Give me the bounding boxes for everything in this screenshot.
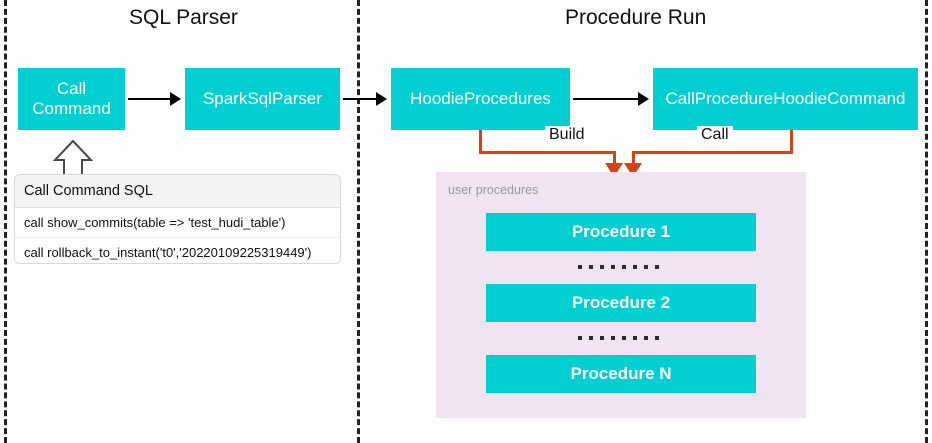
node-hoodie-procedures[interactable]: HoodieProcedures	[391, 68, 570, 130]
divider-left	[4, 0, 7, 443]
up-arrow-icon	[52, 139, 94, 177]
arrow-hoodieprocedures-to-callprocedure-line	[573, 98, 638, 100]
node-hoodie-procedures-label: HoodieProcedures	[410, 89, 551, 109]
node-spark-sql-parser-label: SparkSqlParser	[202, 89, 323, 109]
node-spark-sql-parser[interactable]: SparkSqlParser	[185, 68, 340, 130]
procedure-box-1-label: Procedure 1	[571, 222, 671, 241]
node-call-command-line1: Call	[56, 79, 87, 99]
procedure-box-2[interactable]: Procedure 2	[486, 284, 756, 322]
procedure-box-1[interactable]: Procedure 1	[486, 213, 756, 251]
edge-label-build: Build	[545, 126, 589, 144]
section-title-sql-parser: SQL Parser	[129, 6, 238, 29]
connector-call-vertical-down	[632, 151, 635, 168]
connector-call-vertical-right	[790, 130, 793, 154]
sql-list-item[interactable]: call show_commits(table => 'test_hudi_ta…	[15, 208, 340, 238]
sql-list-box: Call Command SQL call show_commits(table…	[14, 174, 341, 264]
edge-label-call: Call	[697, 126, 733, 144]
node-call-procedure-hoodie-command-label: CallProcedureHoodieCommand	[665, 89, 906, 109]
arrow-callcommand-to-sparksqlparser-head	[170, 92, 181, 106]
procedure-box-n-label: Procedure N	[570, 364, 672, 383]
arrow-sparksqlparser-to-hoodieprocedures-head	[376, 92, 387, 106]
arrow-callcommand-to-sparksqlparser-line	[128, 98, 170, 100]
node-call-procedure-hoodie-command[interactable]: CallProcedureHoodieCommand	[653, 68, 918, 130]
sql-list-header: Call Command SQL	[15, 175, 340, 208]
sql-list-item[interactable]: call rollback_to_instant('t0','202201092…	[15, 238, 340, 263]
divider-right	[925, 0, 928, 443]
divider-middle	[357, 0, 360, 443]
arrow-hoodieprocedures-to-callprocedure-head	[638, 92, 649, 106]
ellipsis-dots-1	[578, 265, 659, 269]
node-call-command[interactable]: Call Command	[18, 68, 125, 130]
procedure-box-n[interactable]: Procedure N	[486, 355, 756, 393]
connector-build-vertical-left	[479, 130, 482, 154]
connector-call-horizontal	[632, 151, 793, 154]
connector-build-horizontal	[479, 151, 616, 154]
arrow-sparksqlparser-to-hoodieprocedures-line	[343, 98, 376, 100]
connector-build-vertical-down	[613, 151, 616, 168]
node-call-command-line2: Command	[32, 99, 111, 118]
section-title-procedure-run: Procedure Run	[565, 6, 707, 29]
procedure-box-2-label: Procedure 2	[571, 293, 671, 312]
user-procedures-label: user procedures	[448, 183, 539, 197]
ellipsis-dots-2	[578, 336, 659, 340]
